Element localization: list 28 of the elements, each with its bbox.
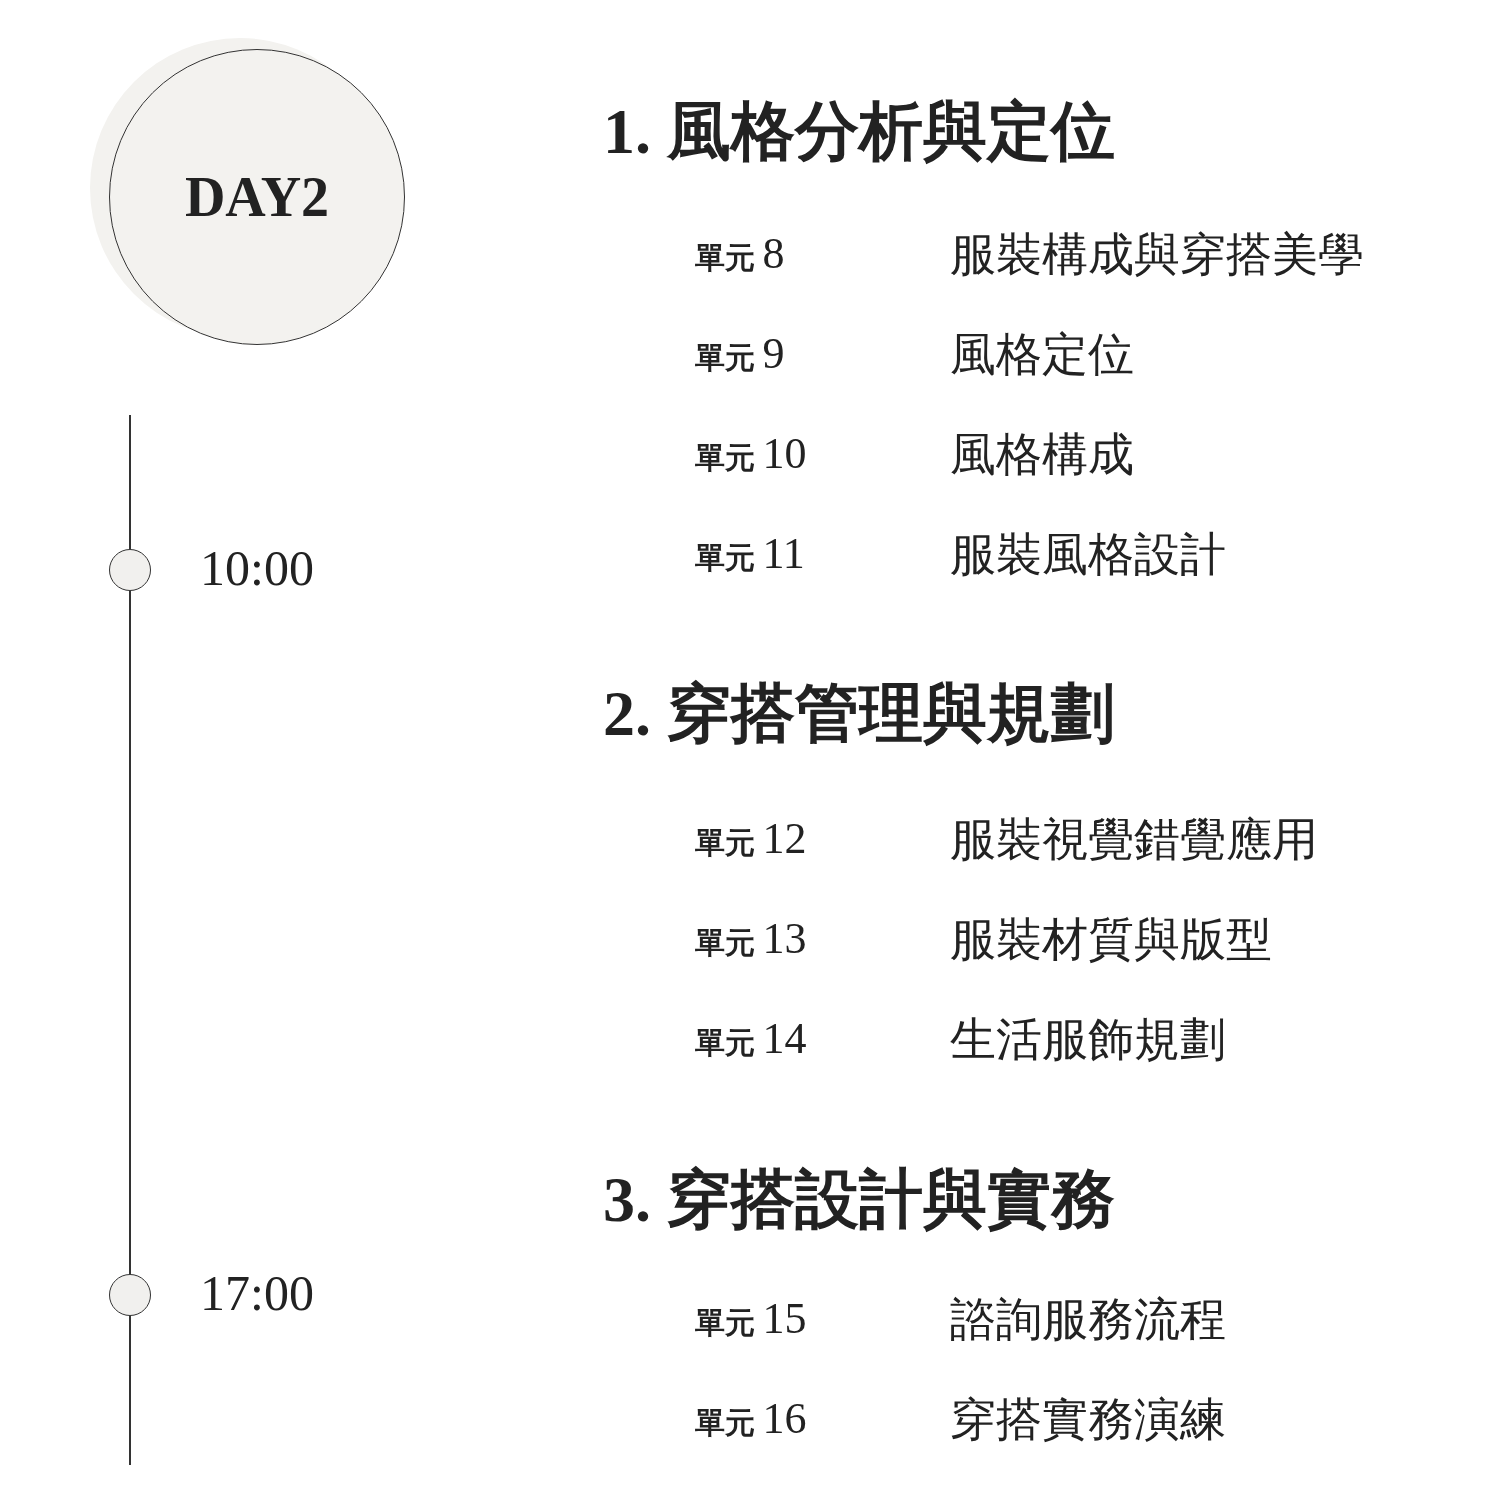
timeline-line	[129, 414, 131, 550]
timeline-dot	[109, 549, 151, 591]
unit-number: 單元 16	[695, 1397, 807, 1441]
unit-topic: 風格構成	[950, 432, 1134, 478]
section-heading: 3. 穿搭設計與實務	[603, 1168, 1115, 1232]
time-label: 10:00	[200, 543, 314, 593]
section-heading: 2. 穿搭管理與規劃	[603, 682, 1115, 746]
day-label: DAY2	[184, 165, 330, 229]
unit-number: 單元 10	[695, 432, 807, 476]
unit-number: 單元 8	[695, 232, 785, 276]
unit-topic: 諮詢服務流程	[950, 1297, 1226, 1343]
timeline-line	[129, 1315, 131, 1466]
unit-number: 單元 13	[695, 917, 807, 961]
unit-topic: 服裝風格設計	[950, 532, 1226, 578]
time-label: 17:00	[200, 1268, 314, 1318]
unit-topic: 服裝材質與版型	[950, 917, 1272, 963]
unit-number: 單元 9	[695, 332, 785, 376]
unit-topic: 生活服飾規劃	[950, 1017, 1226, 1063]
unit-number: 單元 15	[695, 1297, 807, 1341]
timeline-dot	[109, 1274, 151, 1316]
unit-topic: 穿搭實務演練	[950, 1397, 1226, 1443]
timeline-line	[129, 590, 131, 1275]
unit-topic: 服裝構成與穿搭美學	[950, 232, 1364, 278]
unit-number: 單元 11	[695, 532, 805, 576]
unit-number: 單元 14	[695, 1017, 807, 1061]
unit-number: 單元 12	[695, 817, 807, 861]
unit-topic: 風格定位	[950, 332, 1134, 378]
unit-topic: 服裝視覺錯覺應用	[950, 817, 1318, 863]
